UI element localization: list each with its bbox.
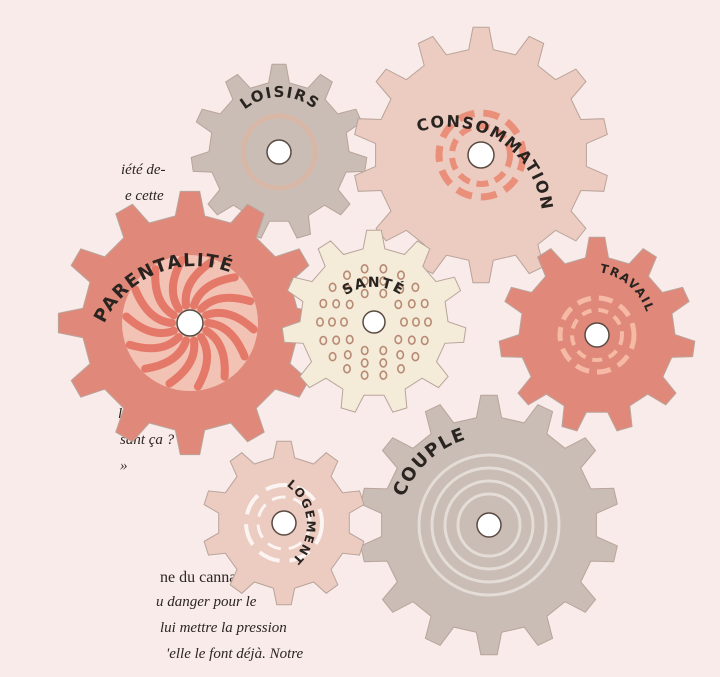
illustration-page: iété de- e cette la - de ller sant ça ? … (0, 0, 720, 677)
gears-illustration: LOISIRS CONSOMMATION PARENTALITÉ SANTÉ T… (0, 0, 720, 677)
